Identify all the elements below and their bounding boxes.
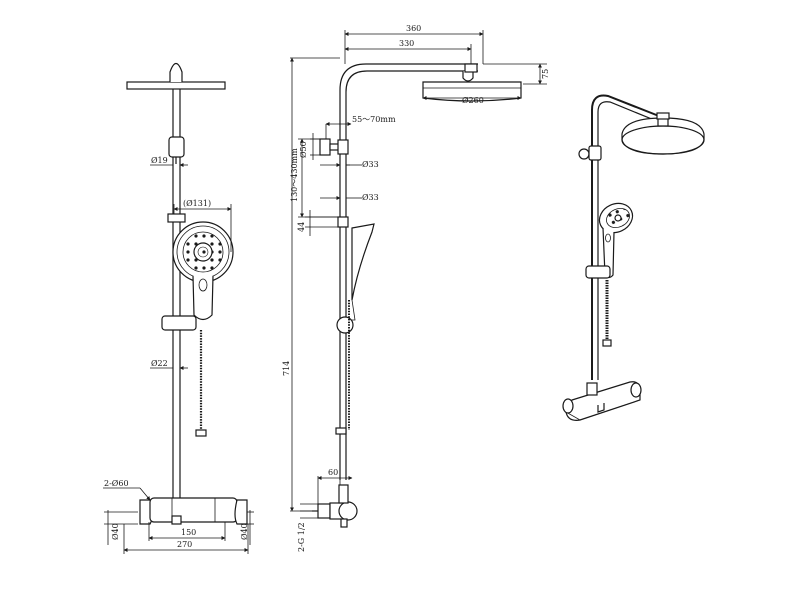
front-handshower-handle: [192, 275, 214, 321]
front-label-d131: (Ø131): [183, 199, 211, 208]
iso-mixer-body: [565, 381, 641, 421]
side-wall-bracket: [319, 138, 331, 156]
side-label-inlet-thread: 2-G 1/2: [297, 522, 306, 552]
front-slider-holder: [161, 315, 197, 331]
side-label-d260: Ø260: [462, 96, 484, 105]
side-label-360: 360: [406, 24, 421, 33]
side-label-adjust-range: 130～430mm: [290, 148, 299, 202]
side-dimensions: 360 330 75 Ø260 55～70mm Ø50 Ø33 Ø33 13: [282, 24, 550, 552]
side-label-330: 330: [399, 39, 414, 48]
side-arm-end: [464, 63, 478, 73]
front-inlet-right: [234, 499, 248, 525]
front-label-270: 270: [177, 540, 192, 549]
front-head-connector: [169, 62, 183, 82]
iso-mixer-knob-left: [562, 398, 574, 414]
side-slider: [337, 216, 349, 228]
front-wall-bracket: [168, 136, 185, 158]
side-view: [312, 63, 522, 528]
front-label-inlet-cover: 2-Ø60: [104, 479, 129, 488]
iso-riser-inner: [597, 101, 665, 380]
front-rain-head: [126, 81, 226, 90]
side-holder: [336, 316, 354, 334]
iso-wall-bracket: [578, 148, 590, 160]
front-label-d19: Ø19: [151, 156, 168, 165]
front-label-d40-right: Ø40: [240, 523, 249, 540]
front-mixer-body: [149, 497, 238, 523]
iso-mixer-knob-right: [630, 382, 642, 398]
iso-riser-outer: [591, 94, 665, 380]
side-label-60: 60: [328, 468, 338, 477]
side-label-d50: Ø50: [299, 141, 308, 158]
side-label-714: 714: [282, 361, 291, 376]
side-label-d33-lower: Ø33: [362, 193, 379, 202]
front-slider-top: [167, 213, 186, 223]
side-riser-outer: [339, 63, 478, 480]
side-label-75: 75: [541, 69, 550, 79]
side-label-d33-upper: Ø33: [362, 160, 379, 169]
side-label-arm-offset: 55～70mm: [352, 115, 396, 124]
front-dimensions: Ø19 (Ø131) Ø22 2-Ø60 Ø40 Ø40 150 270: [103, 156, 254, 554]
side-mixer-knob: [338, 501, 358, 521]
front-label-d40-left: Ø40: [111, 523, 120, 540]
front-label-150: 150: [181, 528, 196, 537]
side-label-44: 44: [297, 222, 306, 232]
side-riser-inner: [345, 70, 478, 480]
front-label-d22: Ø22: [151, 359, 168, 368]
side-handshower-head: [351, 223, 375, 301]
perspective-view: [562, 94, 705, 421]
iso-slider-holder: [585, 265, 611, 279]
side-inlet: [317, 503, 331, 519]
front-view: [126, 62, 248, 525]
